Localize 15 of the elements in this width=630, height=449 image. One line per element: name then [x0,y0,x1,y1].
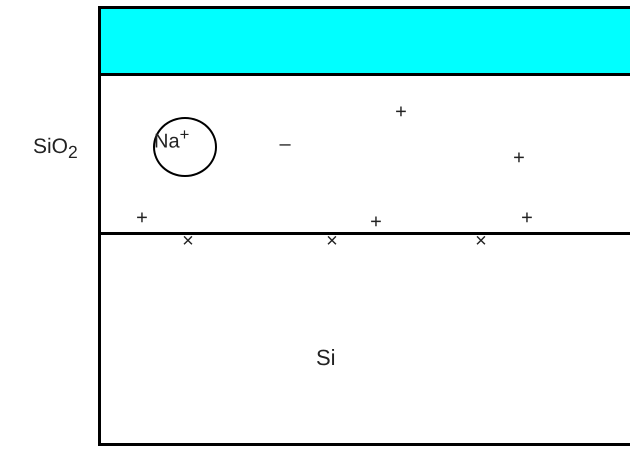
charge-symbol: + [395,102,407,122]
top-layer-band [98,6,630,76]
charge-symbol: + [136,208,148,228]
layer-label: SiO$_{2}$ [33,135,78,164]
ion-label: Na$^{+}$ [154,125,190,154]
layer-label: Si [316,345,336,371]
trap-symbol: × [182,231,194,251]
charge-symbol: + [521,208,533,228]
ion-circle [153,117,217,177]
charge-symbol: – [279,134,291,154]
substrate-layer [98,232,630,446]
charge-symbol: + [513,148,525,168]
trap-symbol: × [326,231,338,251]
trap-symbol: × [475,231,487,251]
charge-symbol: + [370,212,382,232]
